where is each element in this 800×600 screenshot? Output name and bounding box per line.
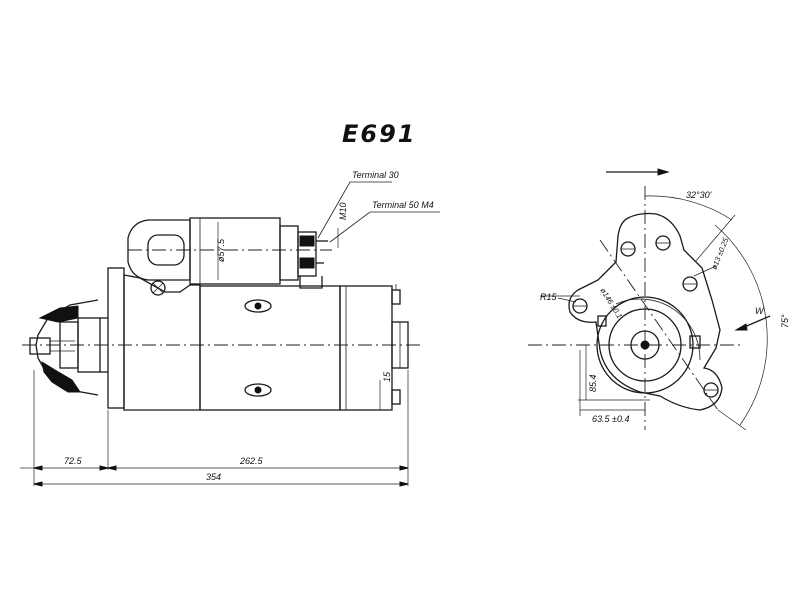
arrow-3 (107, 465, 117, 471)
plunger (147, 234, 185, 266)
terminal-50-label: Terminal 50 M4 (372, 200, 434, 210)
dim-63-5: 63.5 ±0.4 (592, 414, 629, 424)
dim-85-4: 85.4 (588, 374, 598, 392)
bolt-hole-right (682, 276, 698, 292)
shaft-end (29, 337, 51, 355)
angle-leader (694, 214, 736, 263)
dim-72-5: 72.5 (64, 456, 83, 466)
angle-label: 32°30' (686, 190, 712, 200)
pitch-circle-arc (615, 298, 701, 361)
w-label: W (755, 306, 765, 316)
end-flange-outline (568, 212, 723, 411)
rotation-arrowhead (657, 168, 670, 176)
outer-arc (714, 224, 768, 426)
commutator-end (339, 285, 393, 411)
arrow-6 (399, 481, 409, 487)
pinion-lower (41, 360, 81, 393)
terminal-leader-50 (329, 211, 440, 243)
field-cable (299, 276, 323, 289)
lug-left (597, 315, 607, 327)
bolt-hole-top-right (655, 235, 671, 251)
dim-262-5: 262.5 (239, 456, 264, 466)
bolt-hole-bottom (703, 382, 719, 398)
m10-label: M10 (338, 202, 348, 220)
end-centerline-diag (599, 239, 719, 411)
through-bolt-top (391, 284, 401, 305)
arrow-4 (399, 465, 409, 471)
solenoid-body (189, 217, 281, 285)
terminal-leader-30 (317, 181, 392, 239)
w-arrowhead (734, 323, 748, 331)
drive-end-shield (123, 274, 201, 411)
shield-bolt (150, 280, 166, 296)
terminal-50-nut (299, 257, 315, 269)
bolt-hole-top-left (620, 241, 636, 257)
drive-housing (77, 317, 101, 373)
shield-bolt-x2 (152, 282, 164, 294)
mounting-flange (107, 267, 125, 409)
terminal-30-label: Terminal 30 (352, 170, 399, 180)
arrow-5 (33, 481, 43, 487)
through-bolt-bottom (391, 389, 401, 405)
solenoid-cap (279, 225, 299, 281)
rotation-angle: 75° (780, 314, 790, 328)
r15-label: R15 (540, 292, 558, 302)
dim-354: 354 (206, 472, 221, 482)
pole-screw-top (244, 299, 272, 313)
outer-arc-end (717, 409, 747, 431)
r15-leader (557, 297, 577, 303)
hole-leader (693, 265, 717, 277)
bolt-hole-left (572, 298, 588, 314)
terminal-30-nut (299, 235, 315, 247)
model-title: E691 (342, 120, 417, 148)
side-view: ø57.5 Terminal 30 Terminal 50 M4 M10 (20, 170, 440, 487)
dim-15: 15 (382, 371, 392, 382)
shaft-center (640, 340, 650, 350)
pilot-inner (608, 308, 682, 382)
pinion-teeth (38, 305, 79, 323)
arrow-2 (99, 465, 109, 471)
shaft-hub (630, 330, 660, 360)
angle-arc (644, 195, 733, 221)
lug-right (689, 335, 701, 349)
pole-screw-bottom (244, 383, 272, 397)
solenoid-diameter: ø57.5 (216, 238, 226, 262)
end-view: 32°30' 75° W ø13 ±0.25 ø146 ±0.1 R15 85.… (528, 168, 790, 431)
pilot-diameter (596, 296, 694, 394)
arrow-1 (33, 465, 43, 471)
terminal-block (297, 231, 317, 277)
